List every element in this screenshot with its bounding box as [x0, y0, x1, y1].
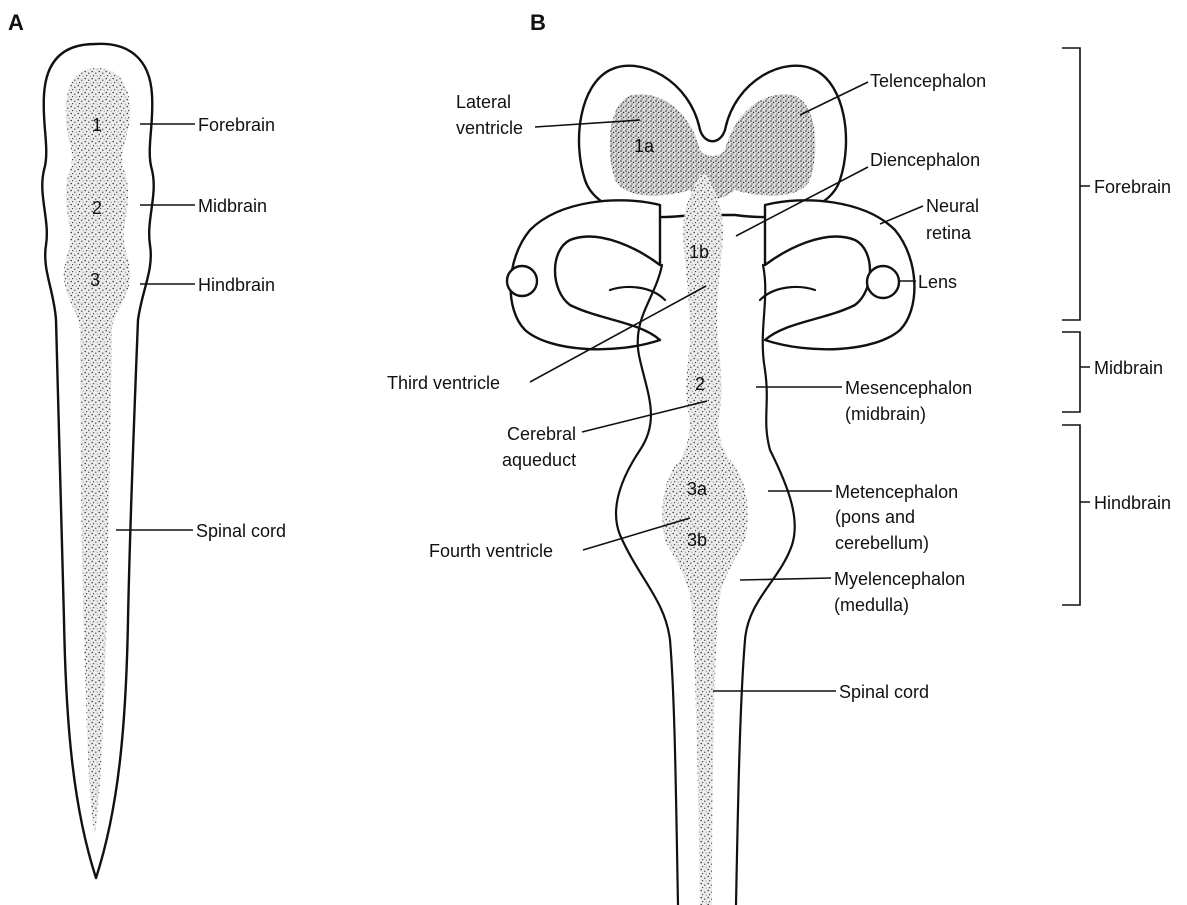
- panel-b-myelencephalon-label-1: Myelencephalon: [834, 569, 965, 589]
- panel-b-left-optic-stalk: [610, 287, 665, 300]
- panel-b-neural-retina-leader: [880, 206, 923, 224]
- panel-b-neural-retina-label-2: retina: [926, 223, 972, 243]
- panel-a-midbrain-label: Midbrain: [198, 196, 267, 216]
- hindbrain-bracket: [1062, 425, 1090, 605]
- panel-b-cerebral-aqueduct-label-2: aqueduct: [502, 450, 576, 470]
- panel-b-third-ventricle-label: Third ventricle: [387, 373, 500, 393]
- panel-b-cerebral-aqueduct-leader: [582, 401, 707, 432]
- panel-a-hindbrain-label: Hindbrain: [198, 275, 275, 295]
- panel-a-forebrain-label: Forebrain: [198, 115, 275, 135]
- panel-a-letter: A: [8, 10, 24, 35]
- panel-b-lateral-ventricle-label-1: Lateral: [456, 92, 511, 112]
- panel-b-fourth-ventricle-label: Fourth ventricle: [429, 541, 553, 561]
- hindbrain-bracket-label: Hindbrain: [1094, 493, 1171, 513]
- forebrain-bracket-label: Forebrain: [1094, 177, 1171, 197]
- panel-a-vesicle-2-number: 2: [92, 198, 102, 218]
- panel-a-vesicle-3-number: 3: [90, 270, 100, 290]
- panel-a: A 1 2 3 Forebrain Midbrain Hindbrain Spi…: [8, 10, 286, 878]
- forebrain-bracket: [1062, 48, 1090, 320]
- panel-b-vesicle-3b-number: 3b: [687, 530, 707, 550]
- panel-b: B 1a 1b 2 3a 3b: [387, 10, 1171, 905]
- panel-b-myelencephalon-label-2: (medulla): [834, 595, 909, 615]
- panel-b-vesicle-1a-number: 1a: [634, 136, 655, 156]
- panel-b-cerebral-aqueduct-label-1: Cerebral: [507, 424, 576, 444]
- panel-b-brainstem-outline-right: [736, 265, 795, 905]
- panel-b-mesencephalon-label-1: Mesencephalon: [845, 378, 972, 398]
- panel-a-vesicle-1-number: 1: [92, 115, 102, 135]
- panel-b-metencephalon-label-3: cerebellum): [835, 533, 929, 553]
- panel-b-letter: B: [530, 10, 546, 35]
- panel-b-telencephalon-label: Telencephalon: [870, 71, 986, 91]
- midbrain-bracket-label: Midbrain: [1094, 358, 1163, 378]
- panel-b-metencephalon-label-1: Metencephalon: [835, 482, 958, 502]
- panel-b-spinal-cord-label: Spinal cord: [839, 682, 929, 702]
- panel-b-diencephalon-label: Diencephalon: [870, 150, 980, 170]
- panel-b-brainstem-outline: [616, 265, 678, 905]
- panel-b-lateral-ventricle-label-2: ventricle: [456, 118, 523, 138]
- panel-b-right-lens: [867, 266, 899, 298]
- panel-b-neural-retina-label-1: Neural: [926, 196, 979, 216]
- panel-b-vesicle-1b-number: 1b: [689, 242, 709, 262]
- panel-b-metencephalon-label-2: (pons and: [835, 507, 915, 527]
- panel-b-left-lens: [507, 266, 537, 296]
- panel-b-vesicle-2-number: 2: [695, 374, 705, 394]
- panel-b-right-optic-stalk: [760, 287, 815, 300]
- panel-a-spinal-cord-label: Spinal cord: [196, 521, 286, 541]
- midbrain-bracket: [1062, 332, 1090, 412]
- panel-b-mesencephalon-label-2: (midbrain): [845, 404, 926, 424]
- panel-b-vesicle-3a-number: 3a: [687, 479, 708, 499]
- panel-b-lens-label: Lens: [918, 272, 957, 292]
- panel-b-myelencephalon-leader: [740, 578, 831, 580]
